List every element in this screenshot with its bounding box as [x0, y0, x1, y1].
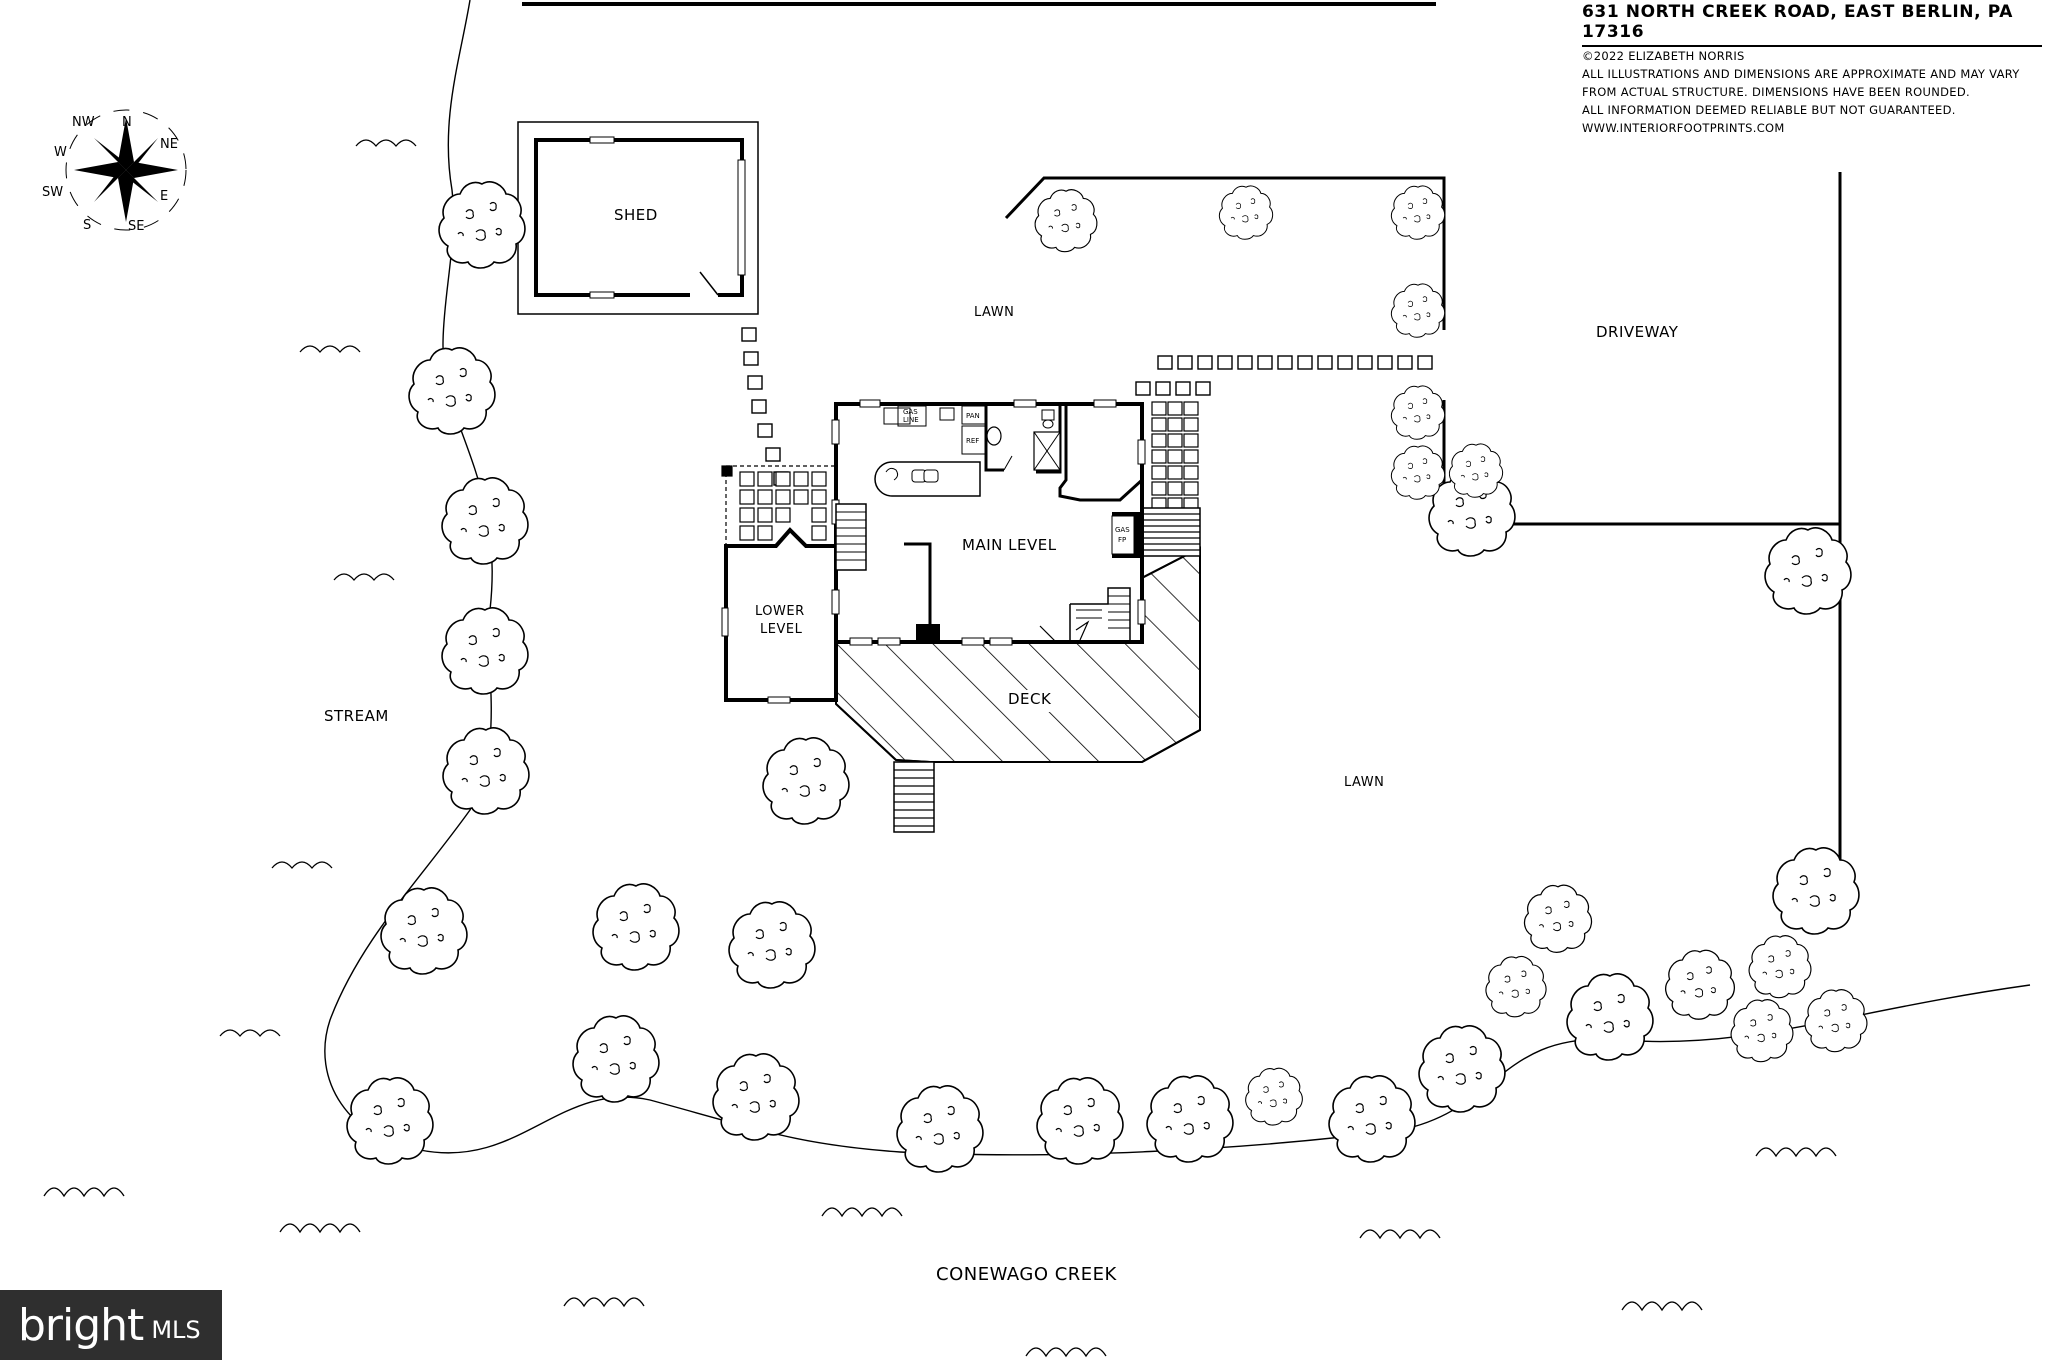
stream-label: STREAM [324, 707, 389, 725]
main-level: GAS LINE PAN REF [831, 399, 1146, 646]
gas-line-label-1: GAS [903, 408, 918, 416]
compass-ne: NE [160, 137, 178, 152]
pantry-label: PAN [966, 412, 980, 420]
deck: DECK [835, 507, 1201, 833]
gas-fireplace-label-1: GAS [1115, 526, 1130, 534]
disclaimer-block: 631 NORTH CREEK ROAD, EAST BERLIN, PA 17… [1582, 0, 2042, 137]
shed-label: SHED [614, 206, 658, 224]
bright-mls-logo: bright MLS [0, 1290, 222, 1360]
lower-level-label-2: LEVEL [760, 622, 803, 637]
address-title: 631 NORTH CREEK ROAD, EAST BERLIN, PA 17… [1582, 2, 2042, 47]
compass-e: E [160, 189, 168, 204]
gas-fireplace-label-2: FP [1118, 536, 1126, 544]
brand-name: bright [18, 1299, 144, 1351]
gas-line-label-2: LINE [903, 416, 919, 424]
compass-sw: SW [42, 185, 63, 200]
driveway-label: DRIVEWAY [1596, 323, 1679, 341]
lawn-north-label: LAWN [974, 305, 1014, 320]
compass-se: SE [128, 219, 144, 234]
patio-east [1151, 401, 1199, 512]
compass-s: S [83, 218, 91, 233]
main-level-label: MAIN LEVEL [962, 536, 1057, 554]
deck-label: DECK [1008, 690, 1052, 708]
stepping-stones-east [1135, 355, 1433, 396]
compass-nw: NW [72, 115, 95, 130]
patio-west [721, 465, 836, 546]
website-line: WWW.INTERIORFOOTPRINTS.COM [1582, 121, 1785, 135]
shed: SHED [517, 121, 759, 315]
disclaimer-line-2: FROM ACTUAL STRUCTURE. DIMENSIONS HAVE B… [1582, 85, 1970, 99]
compass-n: N [122, 115, 132, 130]
copyright-line: ©2022 ELIZABETH NORRIS [1582, 49, 1745, 63]
lawn-south-label: LAWN [1344, 775, 1384, 790]
stepping-stones-west [741, 327, 789, 486]
compass-w: W [54, 145, 67, 160]
lower-level: LOWER LEVEL [721, 527, 838, 704]
disclaimer-line-1: ALL ILLUSTRATIONS AND DIMENSIONS ARE APP… [1582, 67, 2020, 81]
brand-suffix: MLS [151, 1316, 201, 1344]
creek-label: CONEWAGO CREEK [936, 1264, 1118, 1285]
compass-rose-icon: N NE E SE S SW W NW [42, 109, 187, 234]
disclaimer-line-3: ALL INFORMATION DEEMED RELIABLE BUT NOT … [1582, 103, 1956, 117]
lower-level-label-1: LOWER [755, 604, 805, 619]
refrigerator-label: REF [966, 437, 979, 445]
